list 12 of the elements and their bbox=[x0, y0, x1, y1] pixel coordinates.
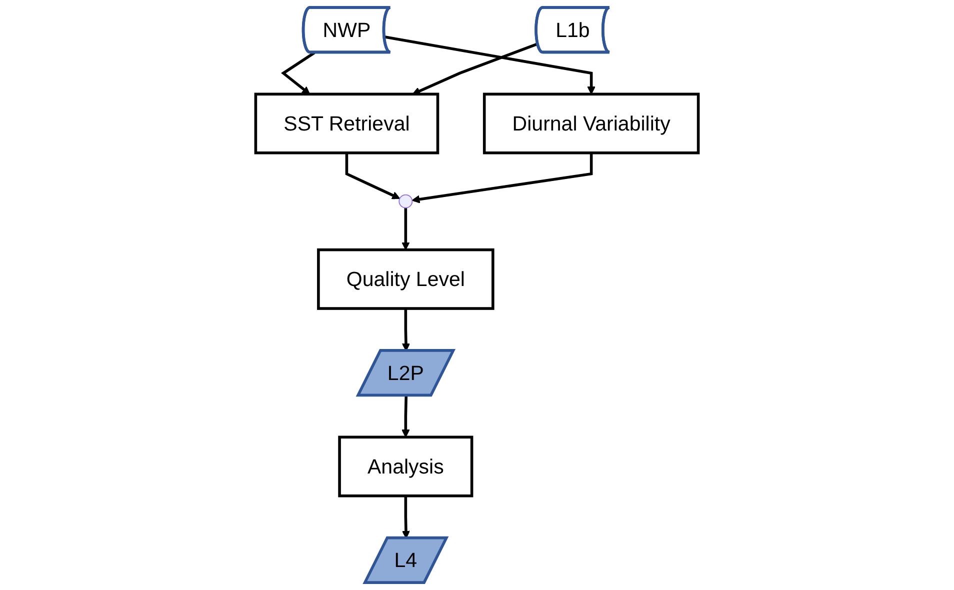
node-box: Diurnal Variability bbox=[482, 92, 700, 154]
arrow bbox=[402, 208, 410, 250]
arrow bbox=[412, 42, 538, 95]
node-box: Analysis bbox=[338, 436, 474, 498]
arrow bbox=[281, 52, 316, 94]
arrow bbox=[402, 396, 410, 438]
node-box: Quality Level bbox=[317, 248, 494, 310]
arrow bbox=[345, 152, 400, 200]
node-circle bbox=[398, 194, 413, 208]
node-box: SST Retrieval bbox=[254, 92, 440, 154]
arrow bbox=[384, 36, 596, 94]
arrow bbox=[412, 152, 593, 204]
